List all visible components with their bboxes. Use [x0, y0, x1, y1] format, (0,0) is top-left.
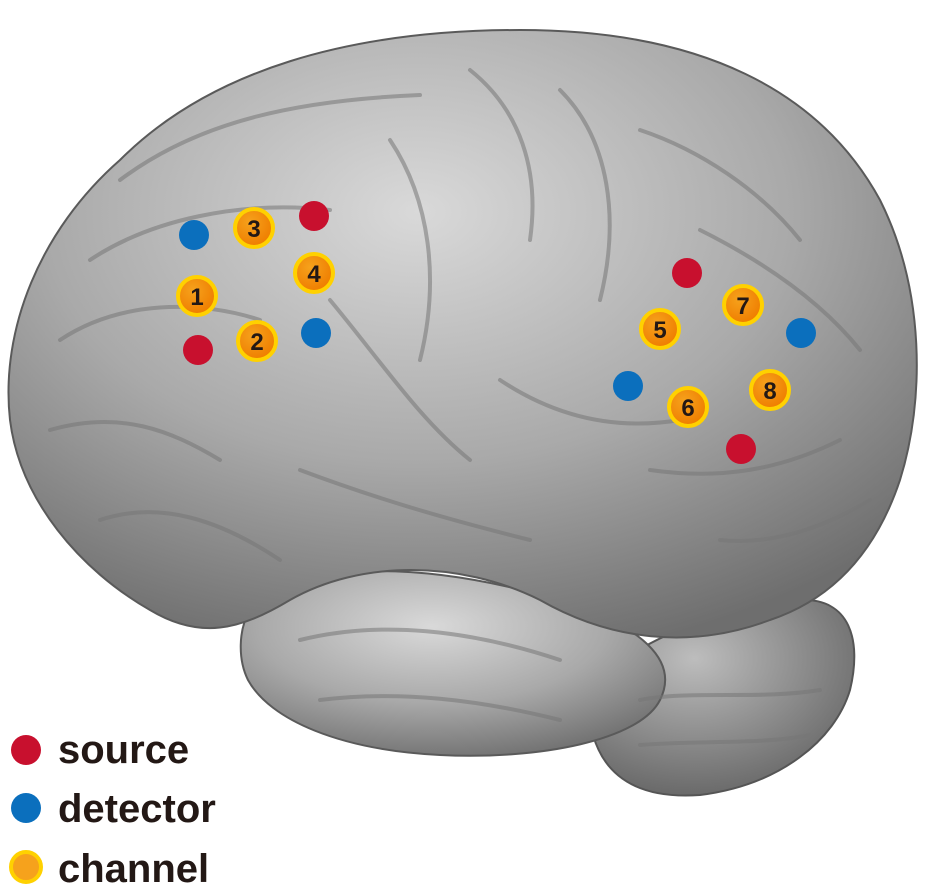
legend-channel-label: channel [58, 847, 209, 891]
channel-number: 8 [763, 378, 776, 405]
channel-6: 6 [667, 386, 709, 428]
channel-number: 3 [247, 216, 260, 243]
channel-number: 7 [736, 293, 749, 320]
channel-number: 4 [307, 261, 321, 288]
source-optode-2 [183, 335, 213, 365]
channel-number: 5 [653, 317, 666, 344]
channel-marker [639, 308, 681, 350]
channel-8: 8 [749, 369, 791, 411]
detector-optode-1 [179, 220, 209, 250]
brain-illustration [7, 28, 918, 797]
source-optode-4 [726, 434, 756, 464]
channel-2: 2 [236, 320, 278, 362]
optode-layer: 1 2 3 4 5 6 7 8 [176, 201, 816, 464]
channel-1: 1 [176, 275, 218, 317]
channel-4: 4 [293, 252, 335, 294]
channel-3: 3 [233, 207, 275, 249]
channel-marker [667, 386, 709, 428]
legend-source-marker [11, 735, 41, 765]
source-optode-1 [299, 201, 329, 231]
channel-marker [722, 284, 764, 326]
legend: source detector channel [9, 728, 216, 891]
gyri-lines [48, 68, 872, 747]
channel-marker [293, 252, 335, 294]
channel-number: 1 [190, 284, 203, 311]
channel-5: 5 [639, 308, 681, 350]
legend-detector-marker [11, 793, 41, 823]
temporal-lobe [239, 570, 666, 757]
detector-optode-2 [301, 318, 331, 348]
channel-marker [236, 320, 278, 362]
channel-7: 7 [722, 284, 764, 326]
legend-source-label: source [58, 728, 189, 772]
channel-number: 2 [250, 329, 263, 356]
detector-optode-3 [613, 371, 643, 401]
legend-channel-marker [9, 850, 43, 884]
channel-marker [176, 275, 218, 317]
detector-optode-4 [786, 318, 816, 348]
cerebrum [7, 28, 918, 639]
source-optode-3 [672, 258, 702, 288]
channel-marker [233, 207, 275, 249]
channel-number: 6 [681, 395, 694, 422]
channel-marker [749, 369, 791, 411]
legend-detector-label: detector [58, 787, 216, 831]
